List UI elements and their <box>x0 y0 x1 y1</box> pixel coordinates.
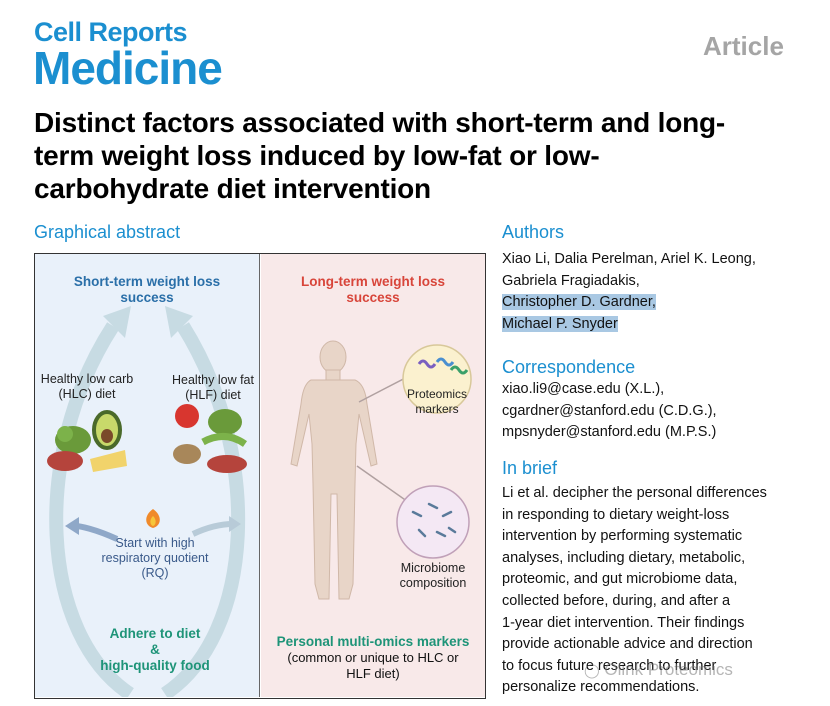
hlc-diet-label: Healthy low carb (HLC) diet <box>40 372 134 401</box>
watermark-icon: ◯ <box>584 662 600 678</box>
title-line-1: Distinct factors associated with short-t… <box>34 107 726 138</box>
graphical-abstract-figure: Short-term weight loss success Healthy l… <box>34 253 486 699</box>
correspondence-heading: Correspondence <box>502 357 636 377</box>
long-term-panel: Long-term weight loss success Proteomics… <box>261 254 485 697</box>
watermark: ◯ Olink Proteomics <box>584 660 733 680</box>
hlf-food-illustration <box>173 404 248 473</box>
correspondence-list: xiao.li9@case.edu (X.L.), cgardner@stanf… <box>502 379 802 444</box>
microbiome-label: Microbiome composition <box>399 561 467 590</box>
in-brief-text: Li et al. decipher the personal differen… <box>502 485 767 696</box>
journal-name-line2: Medicine <box>33 42 223 94</box>
protein-icons <box>417 357 469 375</box>
title-line-3: carbohydrate diet intervention <box>34 173 431 204</box>
author-line-4[interactable]: Michael P. Snyder <box>502 315 618 332</box>
in-brief-heading: In brief <box>502 458 558 478</box>
author-line-2: Gabriela Fragiadakis, <box>502 272 640 289</box>
authors-list: Xiao Li, Dalia Perelman, Ariel K. Leong,… <box>502 249 802 335</box>
author-line-3[interactable]: Christopher D. Gardner, <box>502 294 656 311</box>
graphical-abstract-heading: Graphical abstract <box>34 222 181 242</box>
short-term-title: Short-term weight loss success <box>73 274 221 305</box>
email-li[interactable]: xiao.li9@case.edu (X.L.), <box>502 381 665 397</box>
article-type-label: Article <box>703 31 784 61</box>
bacteria-icons <box>411 502 457 538</box>
journal-name-line1: Cell Reports <box>34 17 188 47</box>
long-term-title: Long-term weight loss success <box>300 274 445 305</box>
paper-title: Distinct factors associated with short-t… <box>34 106 804 205</box>
title-line-2: term weight loss induced by low-fat or l… <box>34 140 600 171</box>
rq-label: Start with high respiratory quotient (RQ… <box>101 536 209 580</box>
author-line-1: Xiao Li, Dalia Perelman, Ariel K. Leong, <box>502 251 756 267</box>
watermark-text: Olink Proteomics <box>604 660 733 679</box>
circular-arrows-illustration <box>47 306 248 697</box>
proteomics-label: Proteomics markers <box>406 387 468 416</box>
multi-omics-sublabel: (common or unique to HLC or HLF diet) <box>287 650 459 681</box>
short-term-panel: Short-term weight loss success Healthy l… <box>35 254 260 697</box>
hlf-diet-label: Healthy low fat (HLF) diet <box>172 373 254 402</box>
multi-omics-label: Personal multi-omics markers <box>276 634 470 649</box>
email-snyder[interactable]: mpsnyder@stanford.edu (M.P.S.) <box>502 424 717 441</box>
human-body-illustration <box>290 340 472 600</box>
adherence-label: Adhere to diet & high-quality food <box>100 626 210 673</box>
hlc-food-illustration <box>47 410 127 472</box>
authors-heading: Authors <box>502 222 565 242</box>
microbiome-circle <box>396 485 470 559</box>
email-gardner[interactable]: cgardner@stanford.edu (C.D.G.), <box>502 402 717 419</box>
